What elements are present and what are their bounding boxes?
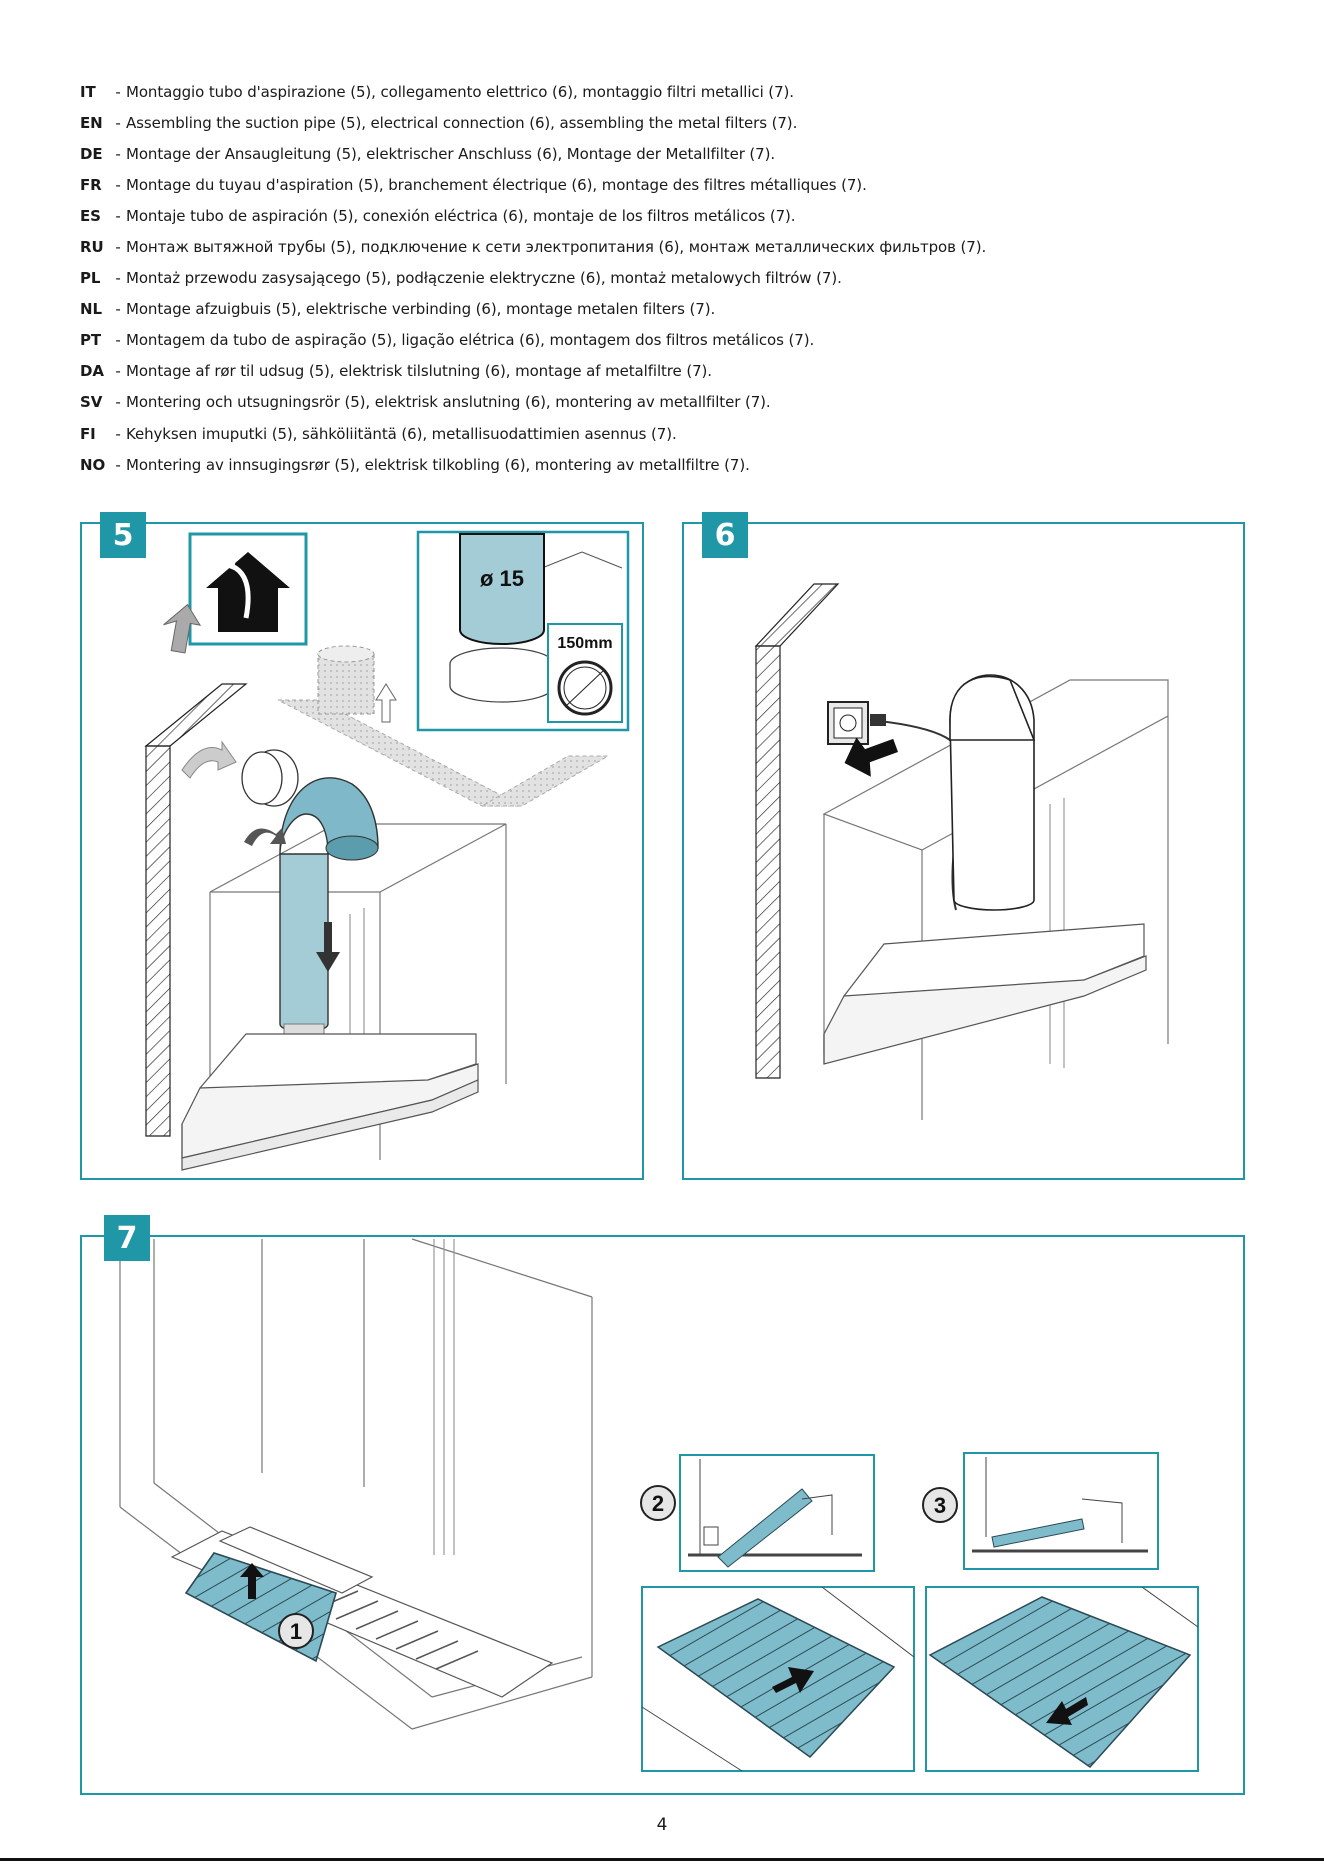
- exhaust-pipe: [949, 674, 1036, 911]
- lang-code: FI: [80, 424, 96, 443]
- lang-dash: -: [115, 144, 121, 163]
- step-number-badge: 7: [104, 1215, 150, 1261]
- hood-insert: [181, 1033, 479, 1171]
- lang-code: ES: [80, 206, 101, 225]
- panel-step-7: 1 2 3: [80, 1215, 1245, 1795]
- house-exhaust-icon: [188, 532, 308, 646]
- lang-dash: -: [115, 393, 121, 412]
- lang-text: Montage afzuigbuis (5), elektrische verb…: [126, 300, 716, 319]
- filter-release-closeup: [925, 1586, 1199, 1772]
- electrical-connection-illustration: [754, 583, 1169, 1120]
- lang-row-ru: RU-Монтаж вытяжной трубы (5), подключени…: [80, 231, 1260, 262]
- lang-row-sv: SV-Montering och utsugningsrör (5), elek…: [80, 387, 1260, 418]
- lang-row-nl: NL-Montage afzuigbuis (5), elektrische v…: [80, 294, 1260, 325]
- lang-text: Kehyksen imuputki (5), sähköliitäntä (6)…: [126, 424, 677, 443]
- pipe-diameter-label: ø 15: [480, 566, 524, 591]
- lang-dash: -: [115, 82, 121, 101]
- language-instructions: IT-Montaggio tubo d'aspirazione (5), col…: [80, 76, 1260, 480]
- panel-step-5: ø 15 150mm: [80, 512, 644, 1180]
- push-in-arrow-icon: [772, 1667, 814, 1693]
- filter-insert-closeup: [641, 1586, 915, 1772]
- lang-dash: -: [115, 206, 121, 225]
- lang-text: Montering av innsugingsrør (5), elektris…: [126, 455, 750, 474]
- lang-dash: -: [115, 424, 121, 443]
- pipe-size-label: 150mm: [557, 635, 612, 652]
- wall: [144, 683, 248, 1137]
- footer-rule: [0, 1858, 1324, 1861]
- lang-dash: -: [115, 362, 121, 381]
- lang-dash: -: [115, 238, 121, 257]
- lang-text: Montaggio tubo d'aspirazione (5), colleg…: [126, 82, 794, 101]
- lang-code: NO: [80, 455, 106, 474]
- step-3-label: 3: [934, 1493, 946, 1518]
- suction-pipe: [279, 777, 379, 1055]
- lang-dash: -: [115, 175, 121, 194]
- plug-in-arrow-icon: [844, 737, 899, 777]
- metal-filter-illustration: 1 2 3: [119, 1238, 1199, 1772]
- lang-code: EN: [80, 113, 103, 132]
- lang-dash: -: [115, 331, 121, 350]
- airflow-arrows: [163, 603, 397, 779]
- lang-code: IT: [80, 82, 96, 101]
- lang-row-pt: PT-Montagem da tubo de aspiração (5), li…: [80, 325, 1260, 356]
- lang-code: DE: [80, 144, 103, 163]
- lang-code: FR: [80, 175, 102, 194]
- wall-socket: [827, 701, 869, 745]
- lang-text: Montage af rør til udsug (5), elektrisk …: [126, 362, 712, 381]
- down-arrow-icon: [316, 922, 340, 972]
- step-1-label: 1: [290, 1619, 302, 1644]
- lang-code: PL: [80, 269, 101, 288]
- lang-dash: -: [115, 269, 121, 288]
- lang-dash: -: [115, 300, 121, 319]
- step-2-label: 2: [652, 1491, 664, 1516]
- lang-code: DA: [80, 362, 104, 381]
- ceiling-duct: [277, 645, 610, 807]
- lang-row-es: ES-Montaje tubo de aspiración (5), conex…: [80, 200, 1260, 231]
- lang-text: Montage der Ansaugleitung (5), elektrisc…: [126, 144, 776, 163]
- lang-row-it: IT-Montaggio tubo d'aspirazione (5), col…: [80, 76, 1260, 107]
- lang-code: RU: [80, 238, 104, 257]
- lang-text: Montagem da tubo de aspiração (5), ligaç…: [126, 331, 815, 350]
- page-number: 4: [656, 1815, 668, 1835]
- lang-dash: -: [115, 455, 121, 474]
- lang-text: Assembling the suction pipe (5), electri…: [126, 113, 798, 132]
- step-2-detail: 2: [640, 1454, 875, 1572]
- lang-code: PT: [80, 331, 102, 350]
- lang-row-de: DE-Montage der Ansaugleitung (5), elektr…: [80, 138, 1260, 169]
- lang-row-pl: PL-Montaż przewodu zasysającego (5), pod…: [80, 263, 1260, 294]
- wall: [754, 583, 840, 1079]
- lang-text: Montering och utsugningsrör (5), elektri…: [126, 393, 771, 412]
- lang-text: Монтаж вытяжной трубы (5), подключение к…: [126, 238, 987, 257]
- lang-code: SV: [80, 393, 103, 412]
- pipe-detail-inset: ø 15 150mm: [416, 530, 630, 732]
- panel-step-6: 6: [682, 512, 1245, 1180]
- rotate-arrow-icon: [244, 828, 286, 846]
- suction-pipe-illustration: ø 15 150mm: [144, 530, 630, 1171]
- lang-code: NL: [80, 300, 102, 319]
- step-number-badge: 5: [100, 512, 146, 558]
- lang-text: Montaż przewodu zasysającego (5), podłąc…: [126, 269, 842, 288]
- hood-insert: [823, 923, 1147, 1065]
- pull-out-arrow-icon: [1046, 1697, 1088, 1725]
- lang-row-no: NO-Montering av innsugingsrør (5), elekt…: [80, 449, 1260, 480]
- lang-text: Montage du tuyau d'aspiration (5), branc…: [126, 175, 867, 194]
- lang-row-fi: FI-Kehyksen imuputki (5), sähköliitäntä …: [80, 418, 1260, 449]
- lang-row-fr: FR-Montage du tuyau d'aspiration (5), br…: [80, 169, 1260, 200]
- lang-text: Montaje tubo de aspiración (5), conexión…: [126, 206, 796, 225]
- lang-row-en: EN-Assembling the suction pipe (5), elec…: [80, 107, 1260, 138]
- plug-icon: [870, 714, 886, 726]
- lang-dash: -: [115, 113, 121, 132]
- step-number-badge: 6: [702, 512, 748, 558]
- step-1-marker: 1: [278, 1613, 314, 1649]
- up-arrow-icon: [240, 1563, 264, 1599]
- lang-row-da: DA-Montage af rør til udsug (5), elektri…: [80, 356, 1260, 387]
- step-3-detail: 3: [922, 1452, 1159, 1570]
